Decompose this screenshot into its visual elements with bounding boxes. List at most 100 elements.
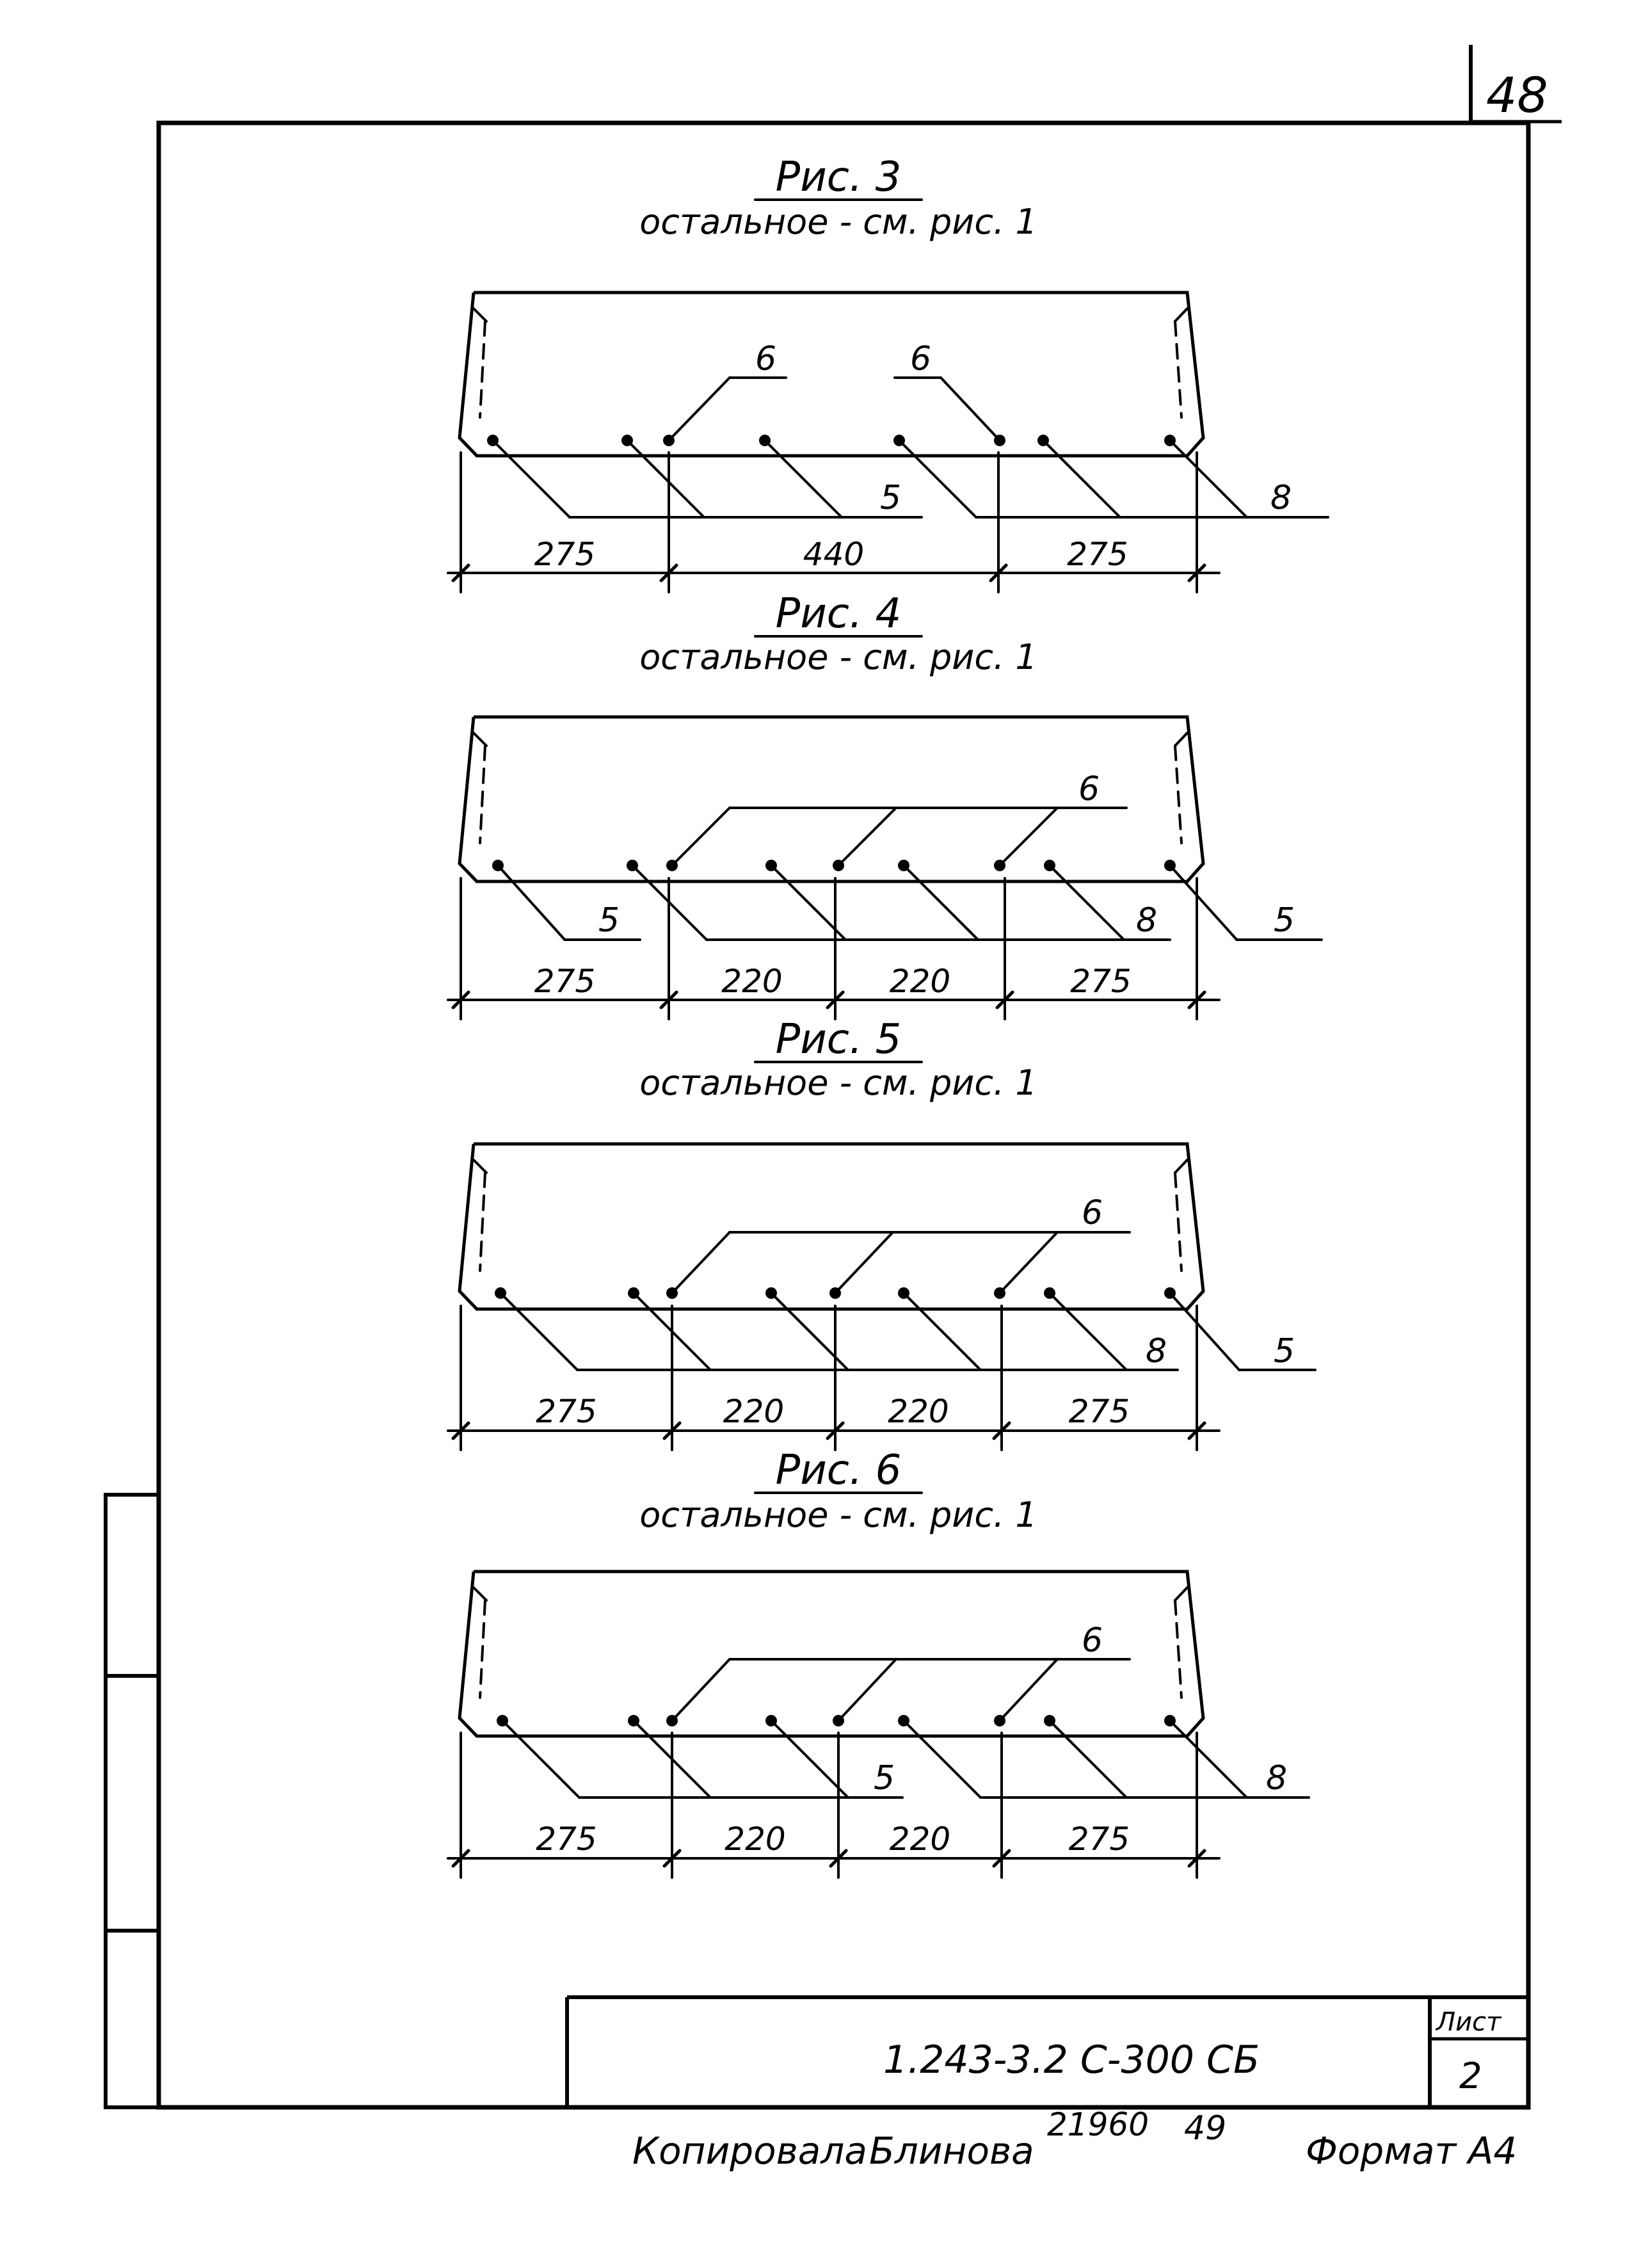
leader-line [837,807,897,867]
footer-copied-by: Копировала [632,2129,867,2173]
insert-tick-right [1174,1586,1189,1602]
leader-line [1169,1719,1248,1799]
footer-format: Формат А4 [1306,2129,1517,2173]
dimension-label: 275 [1069,1821,1130,1858]
leader-line [902,1292,982,1371]
figure-title: Рис. 6 [776,1447,902,1494]
insert-tick-right [1174,1159,1189,1174]
leader-line [998,1231,1059,1294]
leader-line [1169,1292,1240,1371]
figure-title: Рис. 3 [776,154,902,201]
dimension-label: 275 [534,963,595,1000]
dimension-tick [1187,1421,1206,1440]
document-code: 1.243-3.2 С-300 СБ [883,2038,1260,2082]
leader-line [940,376,1001,442]
callout-label: 8 [1146,1332,1167,1371]
dimension-label: 275 [536,1393,596,1430]
dimension-tick [1187,563,1206,583]
leader-line [902,864,979,941]
callout-label: 6 [755,340,776,378]
leader-line [501,1719,580,1799]
dimension-tick [451,563,470,583]
callout-label: 8 [1136,901,1157,940]
dimension-label: 275 [1069,1393,1130,1430]
title-block: Лист 2 1.243-3.2 С-300 СБ [565,1995,1528,2107]
leader-line [770,1719,849,1799]
dimension-tick [451,1421,470,1440]
dashed-insert-left [479,320,486,419]
leader-line [492,439,571,519]
leader-line [834,1231,894,1294]
dimension-label: 220 [721,963,782,1000]
dashed-insert-left [479,1171,486,1272]
dimension-tick [659,990,678,1009]
page-number: 48 [1486,67,1548,124]
dimension-tick [662,1849,682,1868]
callout-label: 8 [1266,1759,1287,1798]
figure-title: Рис. 4 [776,590,902,638]
leader-line [497,864,566,941]
dimension-tick [1187,990,1206,1009]
dimension-label: 220 [890,963,950,1000]
dimension-label: 220 [890,1821,950,1858]
leader-line [902,1719,982,1799]
callout-label: 8 [1270,479,1292,517]
dimension-label: 440 [803,536,864,573]
drawing-frame [156,120,1531,2110]
callout-label: 6 [1082,1194,1103,1232]
dashed-insert-right [1174,1171,1183,1272]
callout-label: 6 [1082,1621,1103,1660]
figure-subtitle: остальное - см. рис. 1 [639,1063,1037,1103]
insert-tick-left [472,1586,488,1602]
leader-line [1169,864,1238,941]
leader-line [1048,1292,1128,1371]
leader-line [1042,439,1121,519]
leader-line [1048,1719,1128,1799]
leader-line [1169,439,1248,519]
sheet-label: Лист [1435,2007,1502,2037]
dimension-tick [451,990,470,1009]
dimension-tick [451,1849,470,1868]
leader-line [837,1658,897,1722]
leader-line [671,1658,731,1722]
beam-outline [458,291,1205,458]
leader-line [499,1292,579,1371]
dimension-tick [992,1421,1011,1440]
dashed-insert-left [479,1599,486,1699]
dimension-label: 275 [1067,536,1128,573]
dimension-label: 275 [536,1821,596,1858]
dimension-tick [989,563,1008,583]
insert-tick-left [472,307,488,323]
beam-outline [458,1142,1205,1311]
leader-line [998,1658,1059,1722]
dimension-label: 220 [724,1821,785,1858]
leader-line [764,439,843,519]
footer-name: Блинова [869,2129,1034,2173]
leader-line [1048,864,1125,941]
dimension-label: 275 [534,536,595,573]
dimension-label: 220 [888,1393,949,1430]
figure-subtitle: остальное - см. рис. 1 [639,202,1037,242]
dimension-tick [826,990,845,1009]
leader-line [671,807,731,867]
leader-line [898,439,977,519]
figure-subtitle: остальное - см. рис. 1 [639,1495,1037,1535]
dimension-tick [662,1421,682,1440]
callout-label: 5 [598,901,620,940]
footer-number-1: 21960 [1047,2106,1149,2143]
dimension-tick [829,1849,848,1868]
dashed-insert-right [1174,1599,1183,1699]
callout-label: 5 [1274,901,1295,940]
insert-tick-right [1174,732,1189,747]
beam-outline [458,1570,1205,1738]
dimension-tick [659,563,678,583]
leader-line [998,807,1059,867]
footer-number-2: 49 [1184,2109,1226,2148]
footer: Копировала Блинова 21960 49 Формат А4 [632,2106,1517,2173]
